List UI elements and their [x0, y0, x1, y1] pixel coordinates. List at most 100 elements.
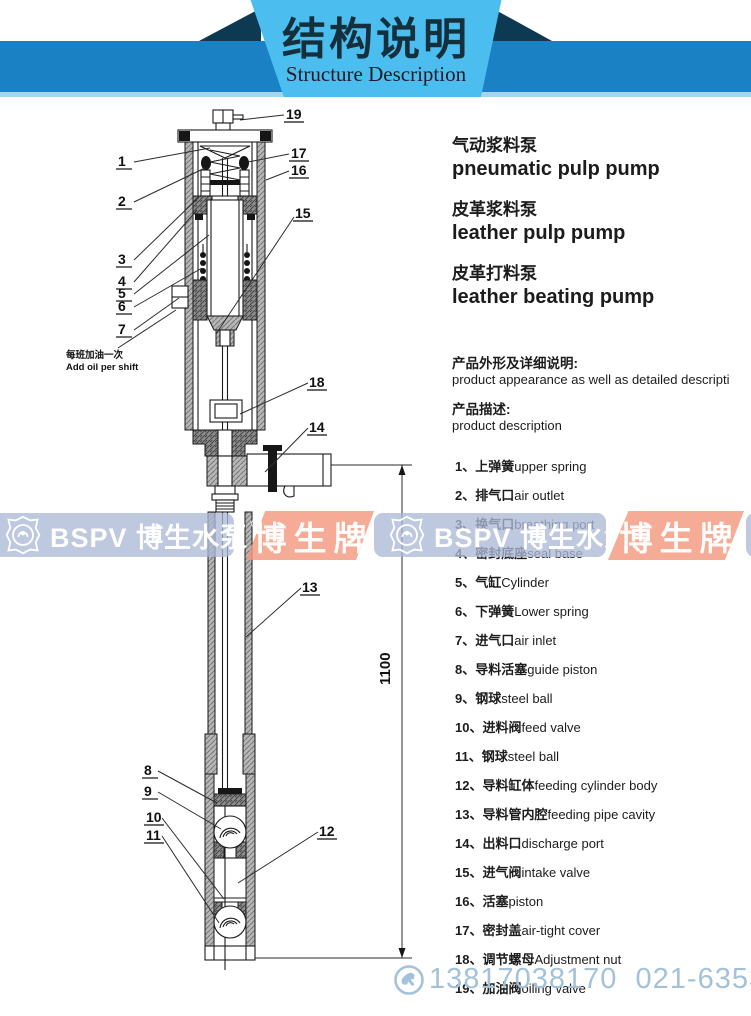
parts-list-item: 11、钢球steel ball [455, 742, 745, 771]
header-trapezoid: 结构说明 Structure Description [250, 0, 502, 97]
part-number: 11、 [455, 749, 482, 764]
callout-17: 17 [291, 145, 307, 161]
product-name-cn: 皮革浆料泵 [452, 200, 537, 219]
product-name-en: leather beating pump [452, 286, 655, 308]
phone-numbers: 13817038170 021-63538833 [429, 963, 751, 995]
part-number: 5、 [455, 575, 476, 590]
bspv-shield-logo-icon [5, 515, 41, 555]
callout-7: 7 [118, 321, 126, 337]
callout-10: 10 [146, 809, 162, 825]
part-name-cn: 进料阀 [482, 720, 522, 735]
callout-3: 3 [118, 251, 126, 267]
callout-11: 11 [146, 827, 161, 843]
description-cn: 产品描述: [452, 402, 511, 417]
air-cylinder [206, 199, 244, 317]
cylinder-bottom-neck [206, 315, 244, 347]
product-name-en: pneumatic pulp pump [452, 158, 660, 180]
part-name-cn: 进气阀 [482, 865, 522, 880]
outer-wall-right [256, 141, 266, 431]
part-name-cn: 换气口 [475, 517, 515, 532]
part-name-en: upper spring [514, 459, 587, 474]
parts-list-item: 12、导料缸体feeding cylinder body [455, 771, 745, 800]
parts-list-item: 6、下弹簧Lower spring [455, 597, 745, 626]
feeding-pipe [204, 511, 256, 775]
part-name-cn: 排气口 [475, 488, 515, 503]
part-name-en: Cylinder [501, 575, 549, 590]
description-en: product appearance as well as detailed d… [452, 372, 730, 387]
parts-list-item: 2、排气口air outlet [455, 481, 745, 510]
part-number: 16、 [455, 894, 483, 909]
seal-block-left [192, 279, 208, 321]
callout-16: 16 [291, 162, 307, 178]
top-cap [177, 129, 273, 143]
discharge-assembly [206, 445, 332, 498]
product-name: 皮革打料泵 leather beating pump [452, 262, 660, 310]
parts-list-item: 4、密封底座seal base [455, 539, 745, 568]
part-name-cn: 导料管内腔 [482, 807, 548, 822]
part-number: 10、 [455, 720, 483, 735]
threaded-fitting [211, 485, 239, 513]
parts-list-item: 19、加油阀oiling valve [455, 974, 745, 1003]
callout-1: 1 [118, 153, 126, 169]
part-name-en: Adjustment nut [534, 952, 622, 967]
part-number: 9、 [455, 691, 476, 706]
product-names: 气动浆料泵 pneumatic pulp pump 皮革浆料泵 leather … [452, 134, 660, 326]
part-name-en: oiling valve [521, 981, 586, 996]
part-name-cn: 密封底座 [475, 546, 528, 561]
seal-block-right [242, 279, 258, 321]
callout-13: 13 [302, 579, 318, 595]
part-name-en: steel ball [507, 749, 560, 764]
part-name-cn: 钢球 [475, 691, 502, 706]
part-name-en: piston [508, 894, 544, 909]
part-name-en: feeding cylinder body [534, 778, 658, 793]
parts-list-item: 18、调节螺母Adjustment nut [455, 945, 745, 974]
description-en: product description [452, 418, 562, 433]
description-cn: 产品外形及详细说明: [452, 356, 578, 371]
part-number: 18、 [455, 952, 483, 967]
part-number: 17、 [455, 923, 483, 938]
part-name-en: intake valve [521, 865, 591, 880]
part-name-cn: 导料活塞 [475, 662, 528, 677]
part-name-cn: 密封盖 [482, 923, 522, 938]
callout-4: 4 [118, 273, 126, 289]
part-name-en: Lower spring [514, 604, 589, 619]
callout-8: 8 [144, 762, 152, 778]
part-name-cn: 加油阀 [482, 981, 522, 996]
feeding-cylinder-body [204, 773, 256, 970]
part-number: 14、 [455, 836, 483, 851]
part-number: 1、 [455, 459, 476, 474]
parts-list-item: 16、活塞piston [455, 887, 745, 916]
product-descriptions: 产品外形及详细说明: product appearance as well as… [452, 356, 730, 448]
part-name-en: discharge port [521, 836, 604, 851]
callout-6: 6 [118, 298, 126, 314]
part-name-en: air inlet [514, 633, 557, 648]
part-name-cn: 调节螺母 [482, 952, 535, 967]
part-name-en: seal base [527, 546, 583, 561]
air-inlet-port [171, 285, 189, 309]
dimension-label: 1100 [377, 652, 394, 685]
parts-list-item: 5、气缸Cylinder [455, 568, 745, 597]
product-name: 气动浆料泵 pneumatic pulp pump [452, 134, 660, 182]
page-title: 结构说明 [282, 15, 470, 64]
parts-list-item: 14、出料口discharge port [455, 829, 745, 858]
parts-list-item: 1、上弹簧upper spring [455, 452, 745, 481]
upper-spring [199, 145, 251, 185]
parts-list-item: 13、导料管内腔feeding pipe cavity [455, 800, 745, 829]
callout-14: 14 [309, 419, 325, 435]
parts-list-item: 15、进气阀intake valve [455, 858, 745, 887]
footer-contact: 13817038170 021-63538833 [393, 963, 751, 996]
callout-9: 9 [144, 783, 152, 799]
part-name-en: feeding pipe cavity [547, 807, 656, 822]
parts-list-item: 17、密封盖air-tight cover [455, 916, 745, 945]
part-name-cn: 钢球 [481, 749, 508, 764]
watermark-brand-segment [746, 513, 751, 557]
parts-list-item: 10、进料阀feed valve [455, 713, 745, 742]
callout-labels: 1 2 3 4 5 6 7 8 9 10 11 12 13 14 15 16 1… [116, 106, 337, 844]
product-name: 皮革浆料泵 leather pulp pump [452, 198, 660, 246]
parts-list-item: 8、导料活塞guide piston [455, 655, 745, 684]
oil-note: 每班加油一次 Add oil per shift [66, 309, 177, 373]
part-name-en: breathing port [514, 517, 595, 532]
part-number: 13、 [455, 807, 483, 822]
part-number: 4、 [455, 546, 476, 561]
parts-list-item: 9、钢球steel ball [455, 684, 745, 713]
